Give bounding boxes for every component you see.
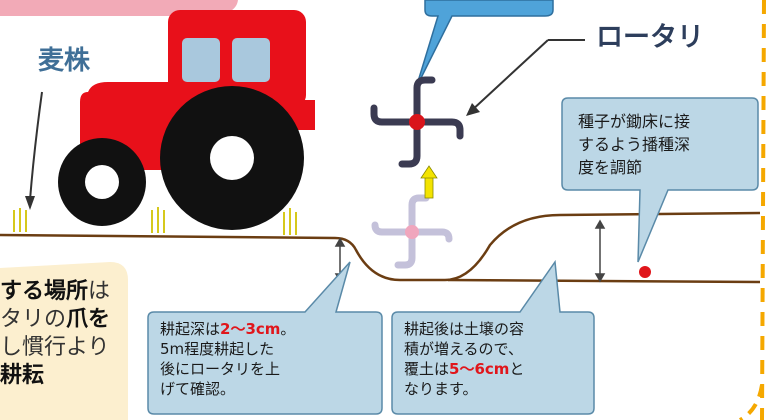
- dashed-border: [760, 0, 766, 420]
- rotary-pointer: [469, 39, 549, 113]
- soil-line-3-post: と: [509, 360, 525, 378]
- depth-highlight: 2〜3cm: [220, 320, 281, 338]
- soil-line-2: 積が増えるので、: [404, 340, 523, 358]
- seed-line-3: 度を調節: [578, 158, 643, 177]
- stubble-pointer: [29, 91, 43, 201]
- rotary-pointer-head: [466, 103, 480, 116]
- soil-surface-line: [0, 211, 761, 282]
- seed-dot-icon: [639, 266, 651, 278]
- soil-line-3-pre: 覆土は: [404, 360, 450, 378]
- left-note-line-1-b: は: [88, 279, 111, 304]
- wheat-stubble-label: 麦株: [38, 46, 91, 76]
- up-arrow-icon: [420, 165, 438, 199]
- plow-sole-line: [447, 278, 761, 284]
- rotary-tine-faded-icon: [371, 194, 453, 269]
- seed-line-2: するよう播種深: [578, 135, 691, 154]
- depth-line-4: げて確認。: [160, 380, 236, 398]
- left-note-line-4-b: 耕耘: [0, 363, 45, 388]
- stubble-marks: [13, 207, 297, 235]
- depth-line-3: 後にロータリを上: [160, 360, 281, 378]
- soil-depth-arrow: [594, 219, 606, 283]
- left-note-box: [0, 262, 128, 420]
- soil-volume-callout: [391, 259, 595, 415]
- seed-depth-callout: [561, 97, 759, 263]
- depth-line-1-pre: 耕起深は: [160, 320, 221, 338]
- tillage-depth-callout: [147, 261, 383, 415]
- soil-line-3: 覆土は5〜6cmと: [404, 359, 524, 379]
- depth-line-2: 5m程度耕起した: [160, 340, 275, 358]
- rotary-tine-icon: [370, 76, 464, 168]
- left-note-text: する場所は タリの爪を し慣行より 耕耘: [0, 278, 110, 390]
- left-note-line-2-b: 爪を: [66, 307, 111, 332]
- left-note-line-3: し慣行より: [0, 335, 110, 360]
- cover-soil-highlight: 5〜6cm: [449, 360, 510, 378]
- left-note-line-2: タリの爪を: [0, 306, 110, 334]
- top-callout: [415, 0, 554, 89]
- soil-line-1: 耕起後は土壌の容: [404, 320, 525, 338]
- stubble-pointer-head: [25, 196, 35, 210]
- soil-volume-callout-text: 耕起後は土壌の容 積が増えるので、 覆土は5〜6cmと なります。: [404, 319, 524, 399]
- soil-line-4: なります。: [404, 380, 478, 398]
- left-note-line-1-a: する場所: [0, 279, 89, 304]
- left-note-line-1: する場所は: [0, 278, 110, 306]
- depth-line-1: 耕起深は2〜3cm。: [160, 319, 295, 339]
- left-note-line-4: 耕耘: [0, 362, 110, 390]
- tillage-depth-callout-text: 耕起深は2〜3cm。 5m程度耕起した 後にロータリを上 げて確認。: [160, 319, 295, 399]
- tractor-icon: [58, 10, 315, 230]
- left-note-line-2-a: タリの: [0, 307, 67, 332]
- depth-line-1-post: 。: [280, 320, 296, 338]
- dashed-border-curve: [738, 384, 764, 420]
- seed-depth-callout-text: 種子が鋤床に接 するよう播種深 度を調節: [578, 110, 690, 179]
- rotary-label: ロータリ: [596, 22, 704, 53]
- seed-line-1: 種子が鋤床に接: [578, 112, 691, 131]
